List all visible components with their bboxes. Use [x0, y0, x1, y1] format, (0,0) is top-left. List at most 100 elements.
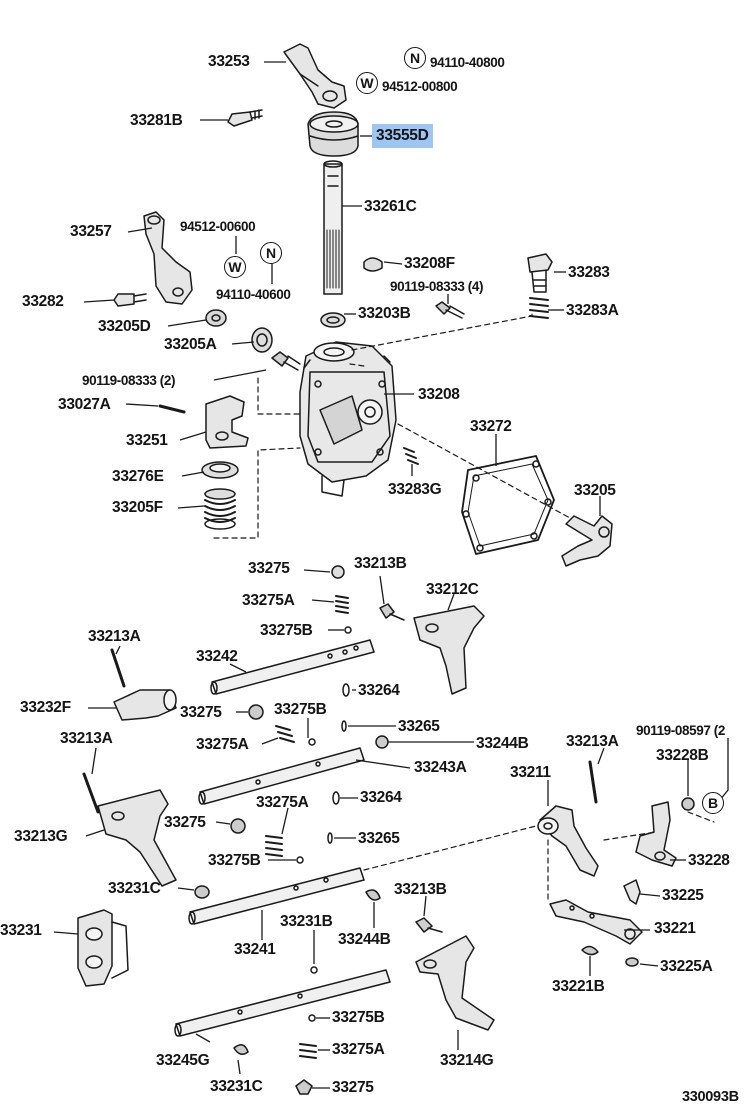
plug-33283: [527, 253, 553, 293]
clip-33244B-a: [375, 735, 389, 749]
label-33275B-c: 33275B: [208, 852, 261, 869]
label-33275B-b: 33275B: [274, 701, 327, 718]
label-33203B: 33203B: [358, 305, 411, 322]
label-33265-a: 33265: [398, 718, 440, 735]
label-33231C-b: 33231C: [210, 1078, 263, 1095]
label-33282: 33282: [22, 293, 64, 310]
housing-33208: [299, 341, 397, 497]
label-33225A: 33225A: [660, 958, 713, 975]
label-33214G: 33214G: [440, 1052, 494, 1069]
label-33272: 33272: [470, 418, 512, 435]
leader-lines: [53, 61, 729, 1089]
clip-33244B-b: [365, 889, 381, 901]
block-33231: [77, 909, 129, 987]
label-33242: 33242: [196, 648, 238, 665]
pin-33265-a: [341, 720, 347, 732]
pin-33275B-d: [308, 1014, 316, 1022]
label-94110-40600: 94110-40600: [216, 287, 291, 302]
ball-33275-c: [230, 818, 246, 834]
label-33243A: 33243A: [414, 759, 467, 776]
label-33244B-b: 33244B: [338, 931, 391, 948]
label-33213G: 33213G: [14, 828, 68, 845]
label-33231: 33231: [0, 922, 42, 939]
seal-33205A: [251, 327, 273, 353]
label-33245G: 33245G: [156, 1052, 210, 1069]
interlock-33264-b: [332, 791, 340, 805]
label-33275-c: 33275: [164, 814, 206, 831]
interlock-33264-a: [342, 683, 350, 697]
pin-33281B: [227, 109, 263, 127]
pin-33027A: [158, 404, 186, 414]
ball-33275-b: [248, 704, 264, 720]
washer-33205D: [205, 309, 227, 327]
assembly-lines-lower: [363, 811, 715, 901]
label-94512-00800: 94512-00800: [382, 79, 458, 94]
label-33283A: 33283A: [566, 302, 619, 319]
label-33232F: 33232F: [20, 699, 71, 716]
label-33275-d: 33275: [332, 1079, 374, 1096]
bracket-33251: [205, 395, 249, 449]
label-33264-a: 33264: [358, 682, 400, 699]
label-33213A-c: 33213A: [566, 733, 619, 750]
label-33281B: 33281B: [130, 112, 183, 129]
label-94512-00600: 94512-00600: [180, 219, 256, 234]
pin-33282: [113, 293, 147, 307]
gasket-33272: [461, 455, 555, 555]
diagram-code: 330093B: [682, 1089, 739, 1105]
shift-arm-33211: [537, 805, 599, 877]
label-33205F: 33205F: [112, 499, 163, 516]
lever-33205: [561, 515, 613, 567]
label-33275B-d: 33275B: [332, 1009, 385, 1026]
label-33228B: 33228B: [656, 747, 709, 764]
pin-33213A-c: [588, 760, 598, 804]
pin-33275B-c: [296, 856, 304, 864]
label-33251: 33251: [126, 432, 168, 449]
label-33221: 33221: [654, 920, 696, 937]
rod-33241: [188, 867, 365, 925]
label-90119-08333-4: 90119-08333 (4): [390, 279, 484, 294]
label-33027A: 33027A: [58, 396, 111, 413]
label-33275B-a: 33275B: [260, 622, 313, 639]
label-33264-b: 33264: [360, 789, 402, 806]
label-33241: 33241: [234, 941, 276, 958]
rod-33245G: [174, 969, 391, 1037]
label-33211: 33211: [510, 764, 551, 781]
label-33231B: 33231B: [280, 913, 333, 930]
ball-33275-d: [295, 1079, 313, 1095]
rod-33242: [210, 639, 375, 695]
badge-w-mid: W: [224, 256, 246, 278]
bolt-90119-08333-2: [271, 351, 301, 371]
label-90119-08597: 90119-08597 (2: [636, 723, 725, 738]
label-33208F: 33208F: [404, 255, 455, 272]
lever-33232F: [113, 689, 177, 721]
ring-33203B: [320, 312, 346, 328]
spring-33275A-c: [265, 835, 283, 857]
bracket-33228: [635, 801, 677, 867]
label-33228: 33228: [688, 852, 730, 869]
spring-33283A: [529, 297, 549, 319]
label-33275A-d: 33275A: [332, 1041, 385, 1058]
label-33213B-a: 33213B: [354, 555, 407, 572]
clip-33231C-a: [194, 885, 210, 899]
label-90119-08333-2: 90119-08333 (2): [82, 373, 176, 388]
pin-33265-b: [327, 832, 333, 844]
fork-33214G: [415, 935, 495, 1031]
badge-b-right: B: [702, 792, 724, 814]
retainer-33276E: [201, 461, 239, 479]
label-33275A-a: 33275A: [242, 592, 295, 609]
label-33205: 33205: [574, 482, 616, 499]
pin-33275B-a: [344, 626, 352, 634]
pin-33275B-b: [308, 738, 316, 746]
rod-33243A: [198, 747, 365, 805]
label-33212C: 33212C: [426, 581, 479, 598]
label-33244B-a: 33244B: [476, 735, 529, 752]
clip-33231C-b: [233, 1044, 249, 1055]
label-33257: 33257: [70, 223, 112, 240]
label-33221B: 33221B: [552, 978, 605, 995]
clip-33221B: [581, 945, 599, 956]
label-33205D: 33205D: [98, 318, 151, 335]
label-33253: 33253: [208, 53, 250, 70]
fork-33213G: [97, 789, 177, 887]
label-33275-a: 33275: [248, 560, 290, 577]
